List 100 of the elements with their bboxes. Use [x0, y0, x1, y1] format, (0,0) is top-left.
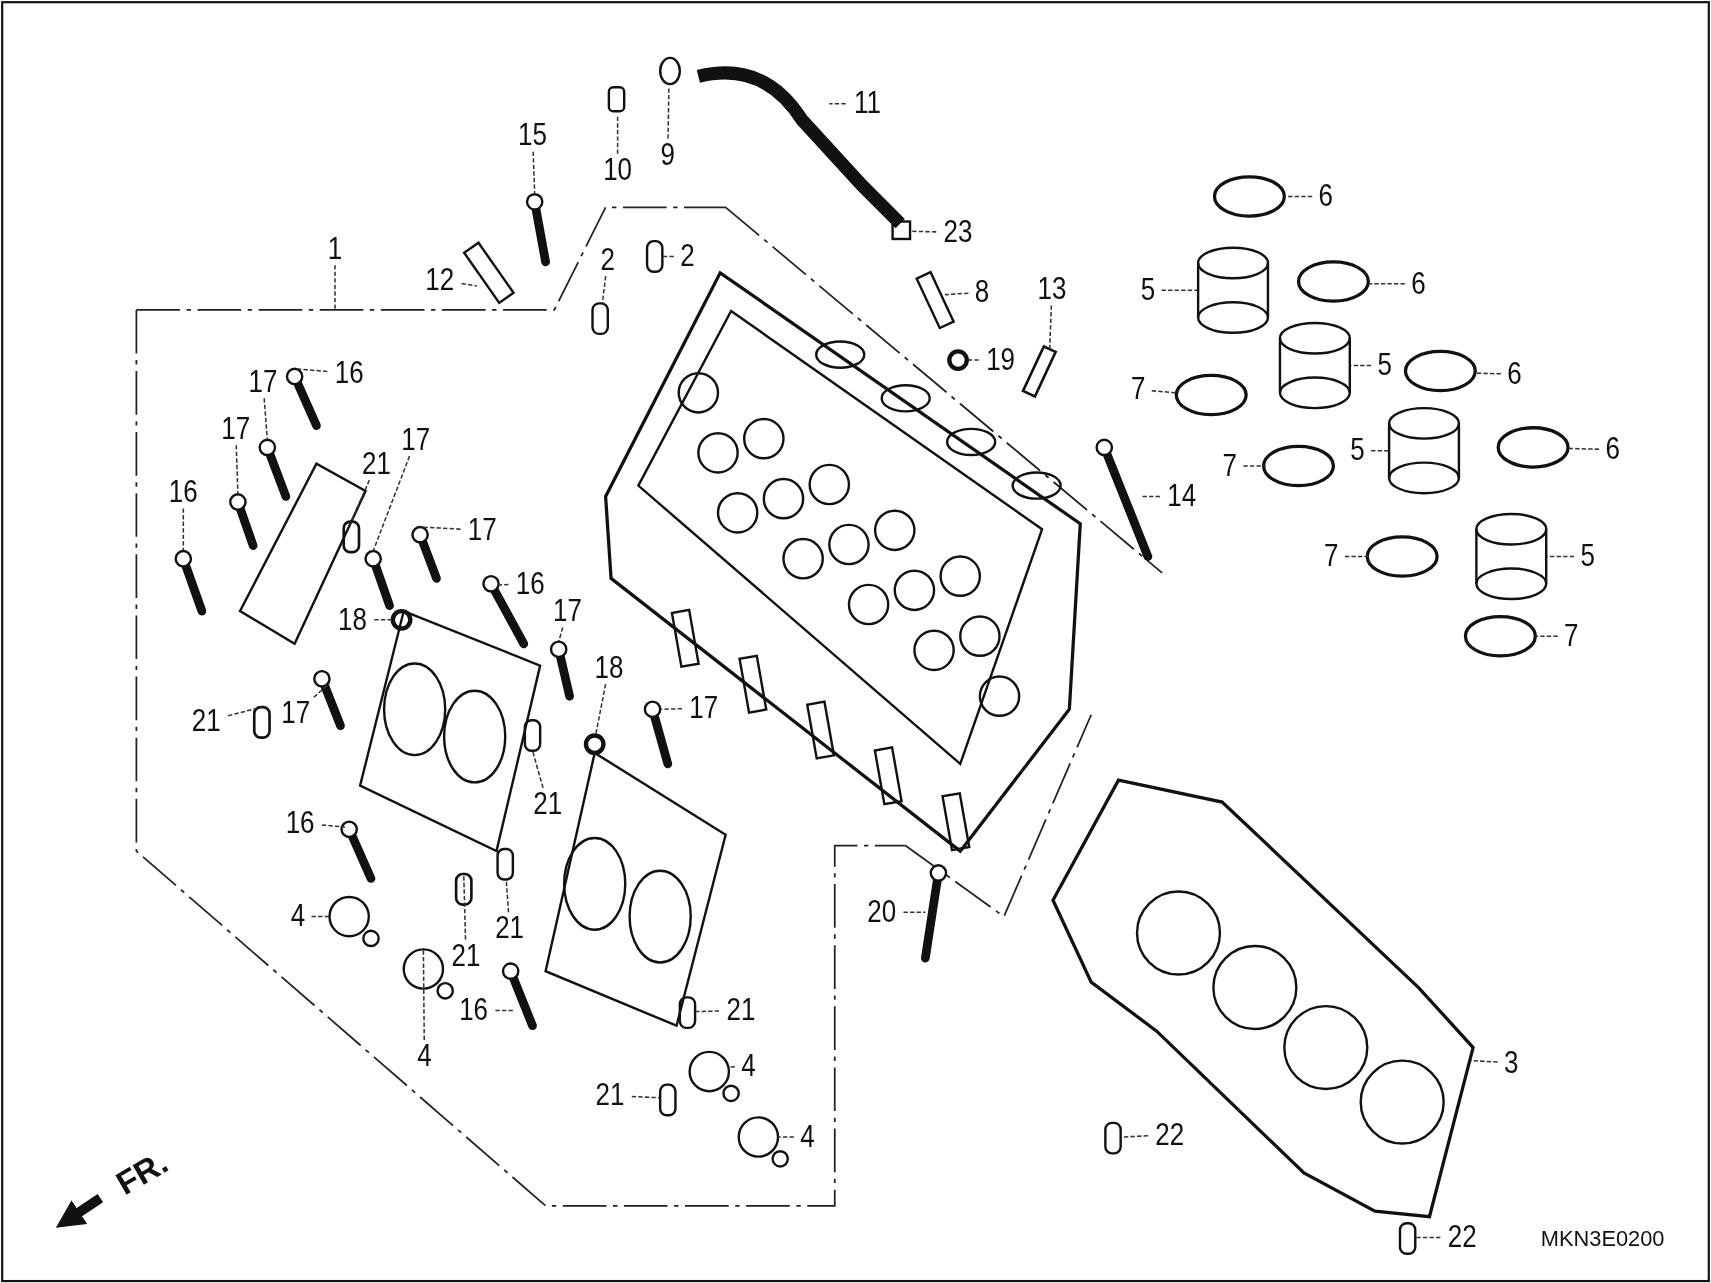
- leader-line: [595, 683, 607, 736]
- callout-number: 7: [1564, 620, 1579, 652]
- callout-number: 2: [680, 241, 695, 272]
- callout-number: 6: [1605, 434, 1620, 465]
- callout-number: 11: [854, 88, 881, 119]
- callout-number: 16: [285, 807, 315, 839]
- leader-line: [310, 915, 331, 918]
- leader-line: [660, 707, 683, 711]
- leader-line: [616, 114, 619, 155]
- callout-number: 17: [552, 595, 582, 627]
- leader-line: [661, 255, 675, 258]
- leader-line: [601, 275, 607, 305]
- callout-number: 6: [1411, 268, 1426, 299]
- callout-number: 19: [986, 344, 1016, 376]
- leader-line: [1534, 635, 1559, 637]
- callout-number: 5: [1350, 435, 1365, 466]
- callout-number: 2: [600, 244, 615, 275]
- leader-line: [499, 583, 510, 586]
- leader-line: [334, 264, 336, 310]
- leader-line: [911, 230, 937, 233]
- leader-line: [631, 1095, 660, 1099]
- leader-line: [372, 455, 411, 552]
- leader-line: [419, 526, 462, 530]
- callout-number: 4: [741, 1050, 756, 1082]
- callout-number: 10: [603, 154, 633, 186]
- leader-line: [1568, 447, 1600, 450]
- leader-line: [182, 507, 185, 551]
- leader-line: [532, 150, 536, 195]
- leader-line: [463, 873, 467, 941]
- callout-number: 21: [451, 940, 481, 972]
- callout-number: 18: [338, 604, 367, 636]
- leader-line: [373, 619, 394, 621]
- callout-number: 17: [281, 698, 311, 729]
- callout-number: 4: [417, 1041, 432, 1072]
- callout-number: 20: [867, 896, 897, 928]
- callout-number: 17: [401, 424, 431, 456]
- callout-number: 22: [1155, 1119, 1185, 1151]
- sensor-drawing: [1021, 344, 1058, 399]
- leader-line: [1370, 449, 1389, 452]
- direction-label: FR.: [109, 1143, 175, 1203]
- callout-number: 13: [1037, 273, 1067, 305]
- bolt-drawing: [411, 525, 441, 583]
- drawing-code: MKN3E0200: [1540, 1226, 1665, 1252]
- callout-number: 7: [1130, 374, 1146, 405]
- callout-number: 21: [362, 448, 391, 480]
- leader-line: [1151, 390, 1178, 394]
- callout-number: 21: [533, 788, 563, 820]
- callout-number: 17: [467, 515, 497, 546]
- bolt-drawing: [258, 438, 291, 501]
- leader-line: [728, 1066, 736, 1068]
- callout-number: 17: [221, 413, 251, 445]
- leader-line: [1368, 282, 1406, 285]
- callout-number: 4: [290, 901, 306, 932]
- leader-line: [1284, 195, 1313, 198]
- leader-line: [227, 706, 263, 717]
- dowel-pin-drawing: [252, 705, 271, 739]
- leader-line: [263, 397, 269, 441]
- callout-number: 21: [726, 995, 756, 1026]
- leader-line: [695, 1010, 720, 1013]
- bolt-drawing: [229, 493, 258, 550]
- callout-number: 17: [689, 692, 719, 724]
- leader-line: [1470, 1059, 1499, 1063]
- callout-number: 16: [459, 995, 489, 1026]
- callout-number: 21: [595, 1080, 625, 1111]
- leader-line: [350, 479, 371, 523]
- callout-number: 18: [594, 652, 624, 684]
- callout-number: 4: [800, 1121, 815, 1153]
- leader-line: [422, 948, 425, 1041]
- callout-number: 15: [518, 120, 547, 151]
- callout-number: 16: [334, 357, 364, 389]
- leader-line: [1344, 555, 1370, 558]
- callout-number: 23: [943, 217, 973, 248]
- callout-number: 17: [248, 366, 278, 398]
- callout-number: 3: [1504, 1047, 1519, 1079]
- callout-number: 16: [515, 568, 545, 600]
- leader-line: [667, 86, 670, 140]
- leader-line: [1048, 304, 1053, 350]
- callout-number: 8: [974, 277, 990, 308]
- leader-line: [777, 1136, 795, 1138]
- leader-line: [1546, 555, 1575, 558]
- leader-line: [1242, 465, 1267, 467]
- dowel-pin-drawing: [342, 520, 361, 554]
- callout-number: 16: [168, 476, 198, 508]
- callout-number: 5: [1377, 350, 1392, 381]
- callout-number: 21: [495, 913, 525, 944]
- callout-number: 1: [327, 233, 343, 265]
- leader-line: [902, 911, 927, 913]
- leader-line: [968, 359, 980, 361]
- callout-number: 6: [1318, 181, 1333, 212]
- leader-line: [531, 749, 544, 789]
- leader-line: [460, 282, 478, 287]
- bolt-drawing: [549, 640, 574, 701]
- callout-number: 21: [191, 706, 221, 737]
- leader-line: [494, 1009, 516, 1012]
- leader-line: [1139, 495, 1161, 498]
- leader-line: [235, 444, 239, 496]
- bolt-drawing: [364, 549, 394, 610]
- leader-line: [1415, 1236, 1442, 1239]
- callout-number: 22: [1447, 1222, 1477, 1253]
- leader-line: [1475, 372, 1502, 375]
